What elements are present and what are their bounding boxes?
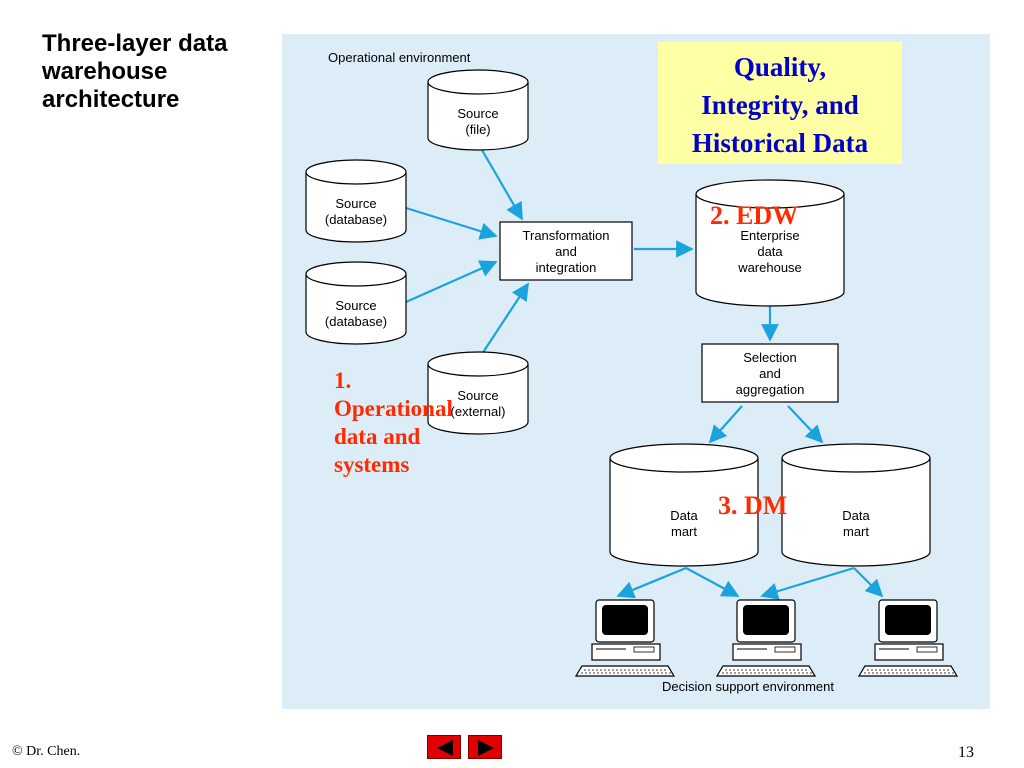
svg-text:Historical Data: Historical Data — [692, 128, 869, 158]
svg-text:and: and — [759, 366, 781, 381]
selection-box: Selection and aggregation — [701, 343, 839, 403]
label-edw: 2. EDW — [710, 201, 798, 230]
slide-title: Three-layer data warehouse architecture — [42, 30, 228, 113]
source-external-cylinder: Source (external) — [427, 351, 529, 435]
svg-text:Source: Source — [335, 298, 376, 313]
svg-text:mart: mart — [671, 524, 697, 539]
quality-box: Quality, Integrity, and Historical Data — [658, 42, 902, 164]
svg-text:aggregation: aggregation — [736, 382, 805, 397]
svg-text:Enterprise: Enterprise — [740, 228, 799, 243]
svg-text:integration: integration — [536, 260, 597, 275]
svg-text:(database): (database) — [325, 212, 387, 227]
architecture-diagram: Operational environment Quality, Integri… — [282, 34, 990, 709]
prev-slide-button[interactable] — [427, 735, 461, 759]
svg-text:systems: systems — [334, 452, 409, 477]
svg-text:Selection: Selection — [743, 350, 796, 365]
svg-text:Source: Source — [457, 388, 498, 403]
page-number: 13 — [958, 744, 974, 761]
svg-text:mart: mart — [843, 524, 869, 539]
edw-cylinder: Enterprise data warehouse — [695, 179, 845, 307]
svg-text:data and: data and — [334, 424, 420, 449]
svg-text:Operational: Operational — [334, 396, 453, 421]
source-file-cylinder: Source (file) — [427, 69, 529, 151]
env-bottom-label: Decision support environment — [662, 679, 834, 694]
svg-text:and: and — [555, 244, 577, 259]
svg-text:Quality,: Quality, — [734, 52, 826, 82]
transformation-box: Transformation and integration — [499, 221, 633, 281]
triangle-left-icon — [437, 740, 453, 756]
source-database-cylinder-2: Source (database) — [305, 261, 407, 345]
next-slide-button[interactable] — [468, 735, 502, 759]
label-operational: 1. Operational data and systems — [334, 368, 453, 477]
svg-text:Source: Source — [335, 196, 376, 211]
source-database-cylinder-1: Source (database) — [305, 159, 407, 243]
data-mart-cylinder-left: Data mart — [609, 443, 759, 567]
footer-copyright: © Dr. Chen. — [12, 744, 81, 759]
svg-text:Data: Data — [670, 508, 698, 523]
flow-arrows — [405, 149, 884, 600]
svg-text:Transformation: Transformation — [523, 228, 610, 243]
triangle-right-icon — [478, 740, 494, 756]
svg-text:Integrity, and: Integrity, and — [701, 90, 859, 120]
svg-text:Source: Source — [457, 106, 498, 121]
svg-text:(external): (external) — [451, 404, 506, 419]
svg-text:Data: Data — [842, 508, 870, 523]
svg-text:(file): (file) — [465, 122, 490, 137]
data-mart-cylinder-right: Data mart — [781, 443, 931, 567]
svg-text:(database): (database) — [325, 314, 387, 329]
label-dm: 3. DM — [718, 491, 787, 520]
env-top-label: Operational environment — [328, 50, 471, 65]
svg-text:warehouse: warehouse — [737, 260, 802, 275]
svg-text:1.: 1. — [334, 368, 351, 393]
svg-text:data: data — [757, 244, 783, 259]
